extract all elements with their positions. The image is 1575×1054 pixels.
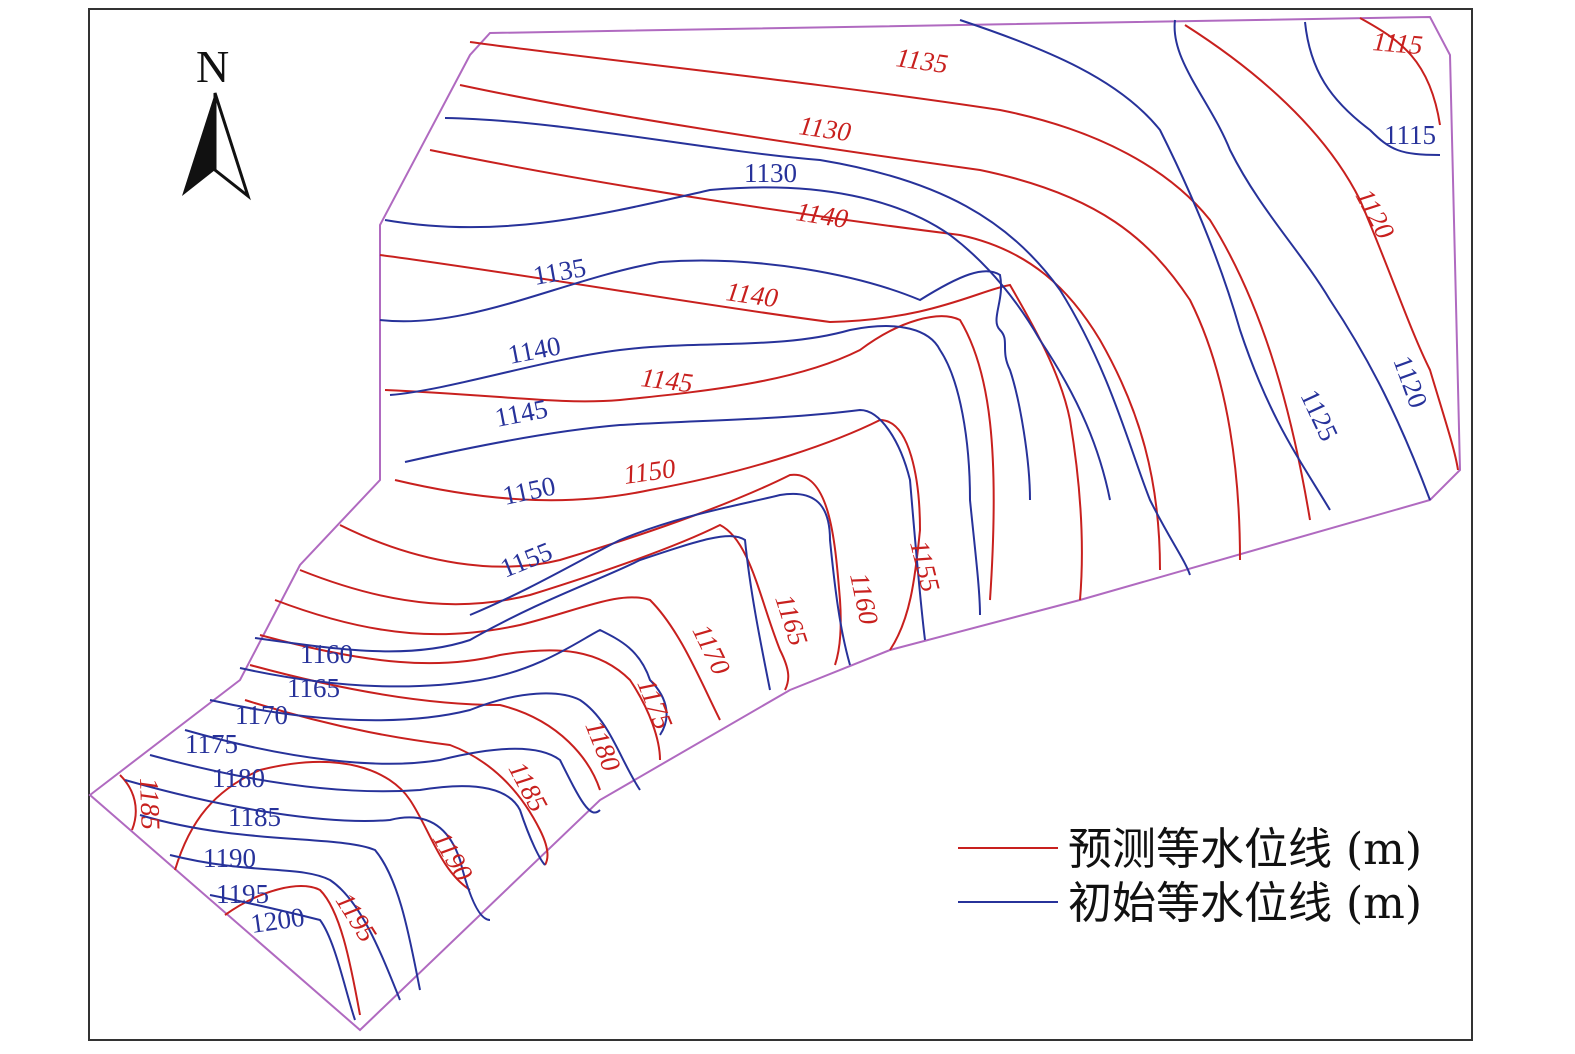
initial-label: 1155: [496, 536, 556, 584]
predicted-contour: [244, 699, 549, 866]
predicted-label: 1150: [622, 453, 678, 490]
initial-label: 1145: [492, 393, 550, 433]
map-frame: [88, 8, 1473, 1041]
predicted-contour: [429, 149, 1161, 571]
predicted-label: 1155: [904, 537, 946, 595]
initial-contour: [959, 19, 1331, 511]
predicted-contour: [1184, 24, 1459, 471]
predicted-contour: [339, 473, 842, 666]
initial-contour: [184, 729, 601, 814]
predicted-contour: [224, 885, 361, 1016]
initial-contour: [444, 117, 1191, 576]
initial-contour: [254, 535, 771, 691]
predicted-contour: [119, 774, 137, 831]
initial-label: 1115: [1384, 120, 1436, 150]
initial-labels: 1115 1120 1125 1130 1135 1140 1145 1150 …: [185, 120, 1436, 939]
initial-label: 1195: [216, 879, 269, 909]
initial-contour: [124, 779, 491, 921]
predicted-contour: [274, 596, 721, 721]
initial-contour: [379, 259, 1031, 501]
predicted-label: 1180: [579, 716, 626, 776]
predicted-contour: [459, 84, 1241, 561]
initial-label: 1130: [744, 158, 797, 188]
initial-contour: [1173, 19, 1431, 501]
north-arrow-icon: [182, 93, 215, 196]
initial-label: 1175: [185, 729, 238, 759]
initial-label: 1185: [228, 802, 281, 832]
predicted-label: 1190: [427, 826, 479, 886]
predicted-label: 1140: [724, 276, 780, 313]
initial-label: 1150: [500, 471, 558, 511]
initial-label: 1160: [300, 639, 353, 669]
initial-contour: [384, 186, 1111, 501]
initial-contour: [169, 854, 401, 1001]
initial-label: 1165: [287, 673, 340, 703]
initial-label: 1170: [235, 700, 288, 730]
initial-label: 1120: [1387, 352, 1433, 412]
predicted-label: 1170: [687, 619, 737, 679]
predicted-label: 1120: [1350, 184, 1401, 244]
predicted-label: 1145: [639, 362, 694, 398]
north-arrow: N: [182, 41, 251, 201]
initial-contour: [149, 754, 546, 866]
initial-contour: [209, 894, 356, 1021]
initial-contours: [124, 19, 1441, 1021]
predicted-label: 1160: [844, 570, 884, 628]
initial-label: 1125: [1295, 385, 1345, 446]
initial-contour: [239, 628, 668, 736]
initial-contour: [209, 692, 641, 791]
predicted-label: 1140: [794, 196, 851, 234]
initial-label: 1190: [203, 843, 256, 873]
predicted-label: 1130: [797, 110, 853, 147]
initial-label: 1180: [212, 763, 265, 793]
predicted-contour: [249, 664, 601, 791]
predicted-contour: [469, 41, 1311, 521]
initial-label: 1140: [505, 330, 563, 370]
legend-predicted-label: 预测等水位线 (m): [1068, 824, 1422, 875]
predicted-contour: [379, 254, 1083, 601]
initial-contour: [469, 492, 851, 666]
initial-contour: [1304, 21, 1441, 156]
predicted-label: 1175: [631, 674, 678, 733]
predicted-contour: [174, 760, 471, 891]
predicted-contour: [299, 523, 790, 691]
initial-contour: [404, 408, 926, 641]
initial-label: 1200: [249, 902, 307, 939]
predicted-label: 1135: [894, 42, 950, 79]
predicted-label: 1115: [1371, 26, 1423, 60]
predicted-contour: [259, 634, 661, 761]
predicted-label: 1195: [330, 887, 383, 947]
predicted-contour: [384, 315, 995, 601]
predicted-label: 1185: [134, 777, 166, 830]
initial-contour: [139, 814, 421, 991]
predicted-contour: [1359, 17, 1441, 126]
initial-contour: [389, 325, 981, 616]
north-label: N: [196, 41, 229, 92]
legend: 预测等水位线 (m) 初始等水位线 (m): [958, 824, 1422, 929]
legend-initial-label: 初始等水位线 (m): [1068, 878, 1422, 929]
north-arrow-icon-outline: [213, 92, 251, 201]
study-area-boundary: [88, 15, 1462, 1032]
